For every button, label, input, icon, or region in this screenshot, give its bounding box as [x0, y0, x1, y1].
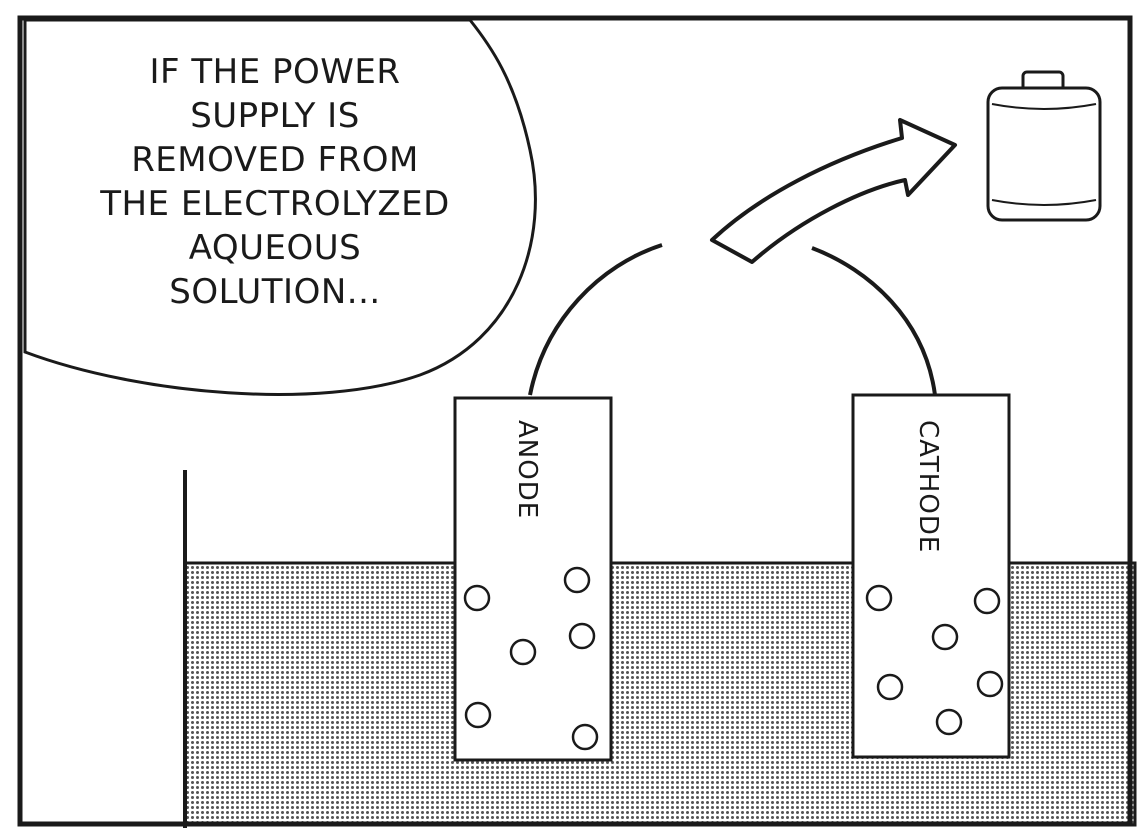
gas-bubble-icon [463, 584, 491, 612]
gas-bubble-icon [464, 701, 492, 729]
cathode-wire [811, 246, 937, 396]
curved-arrow-icon [710, 118, 957, 264]
gas-bubble-icon [509, 638, 537, 666]
speech-line: REMOVED FROM [131, 140, 419, 180]
speech-line: IF THE POWER [149, 52, 401, 92]
anode-wire [528, 243, 663, 396]
gas-bubble-icon [931, 623, 959, 651]
gas-bubble-icon [876, 673, 904, 701]
cathode-electrode [851, 393, 1011, 759]
speech-line: SUPPLY IS [190, 96, 360, 136]
cathode-label: CATHODE [913, 420, 943, 554]
gas-bubble-icon [976, 670, 1004, 698]
speech-bubble-text: IF THE POWER SUPPLY IS REMOVED FROM THE … [40, 50, 510, 314]
gas-bubble-icon [563, 566, 591, 594]
anode-label: ANODE [512, 420, 542, 520]
gas-bubble-icon [935, 708, 963, 736]
speech-line: AQUEOUS [188, 228, 362, 268]
panel-border [17, 15, 1133, 827]
battery-icon [986, 70, 1102, 222]
gas-bubble-icon [973, 587, 1001, 615]
gas-bubble-icon [865, 584, 893, 612]
speech-bubble [23, 18, 537, 396]
gas-bubble-icon [568, 622, 596, 650]
speech-line: THE ELECTROLYZED [100, 184, 450, 224]
gas-bubble-icon [571, 723, 599, 751]
speech-line: SOLUTION... [169, 272, 381, 312]
